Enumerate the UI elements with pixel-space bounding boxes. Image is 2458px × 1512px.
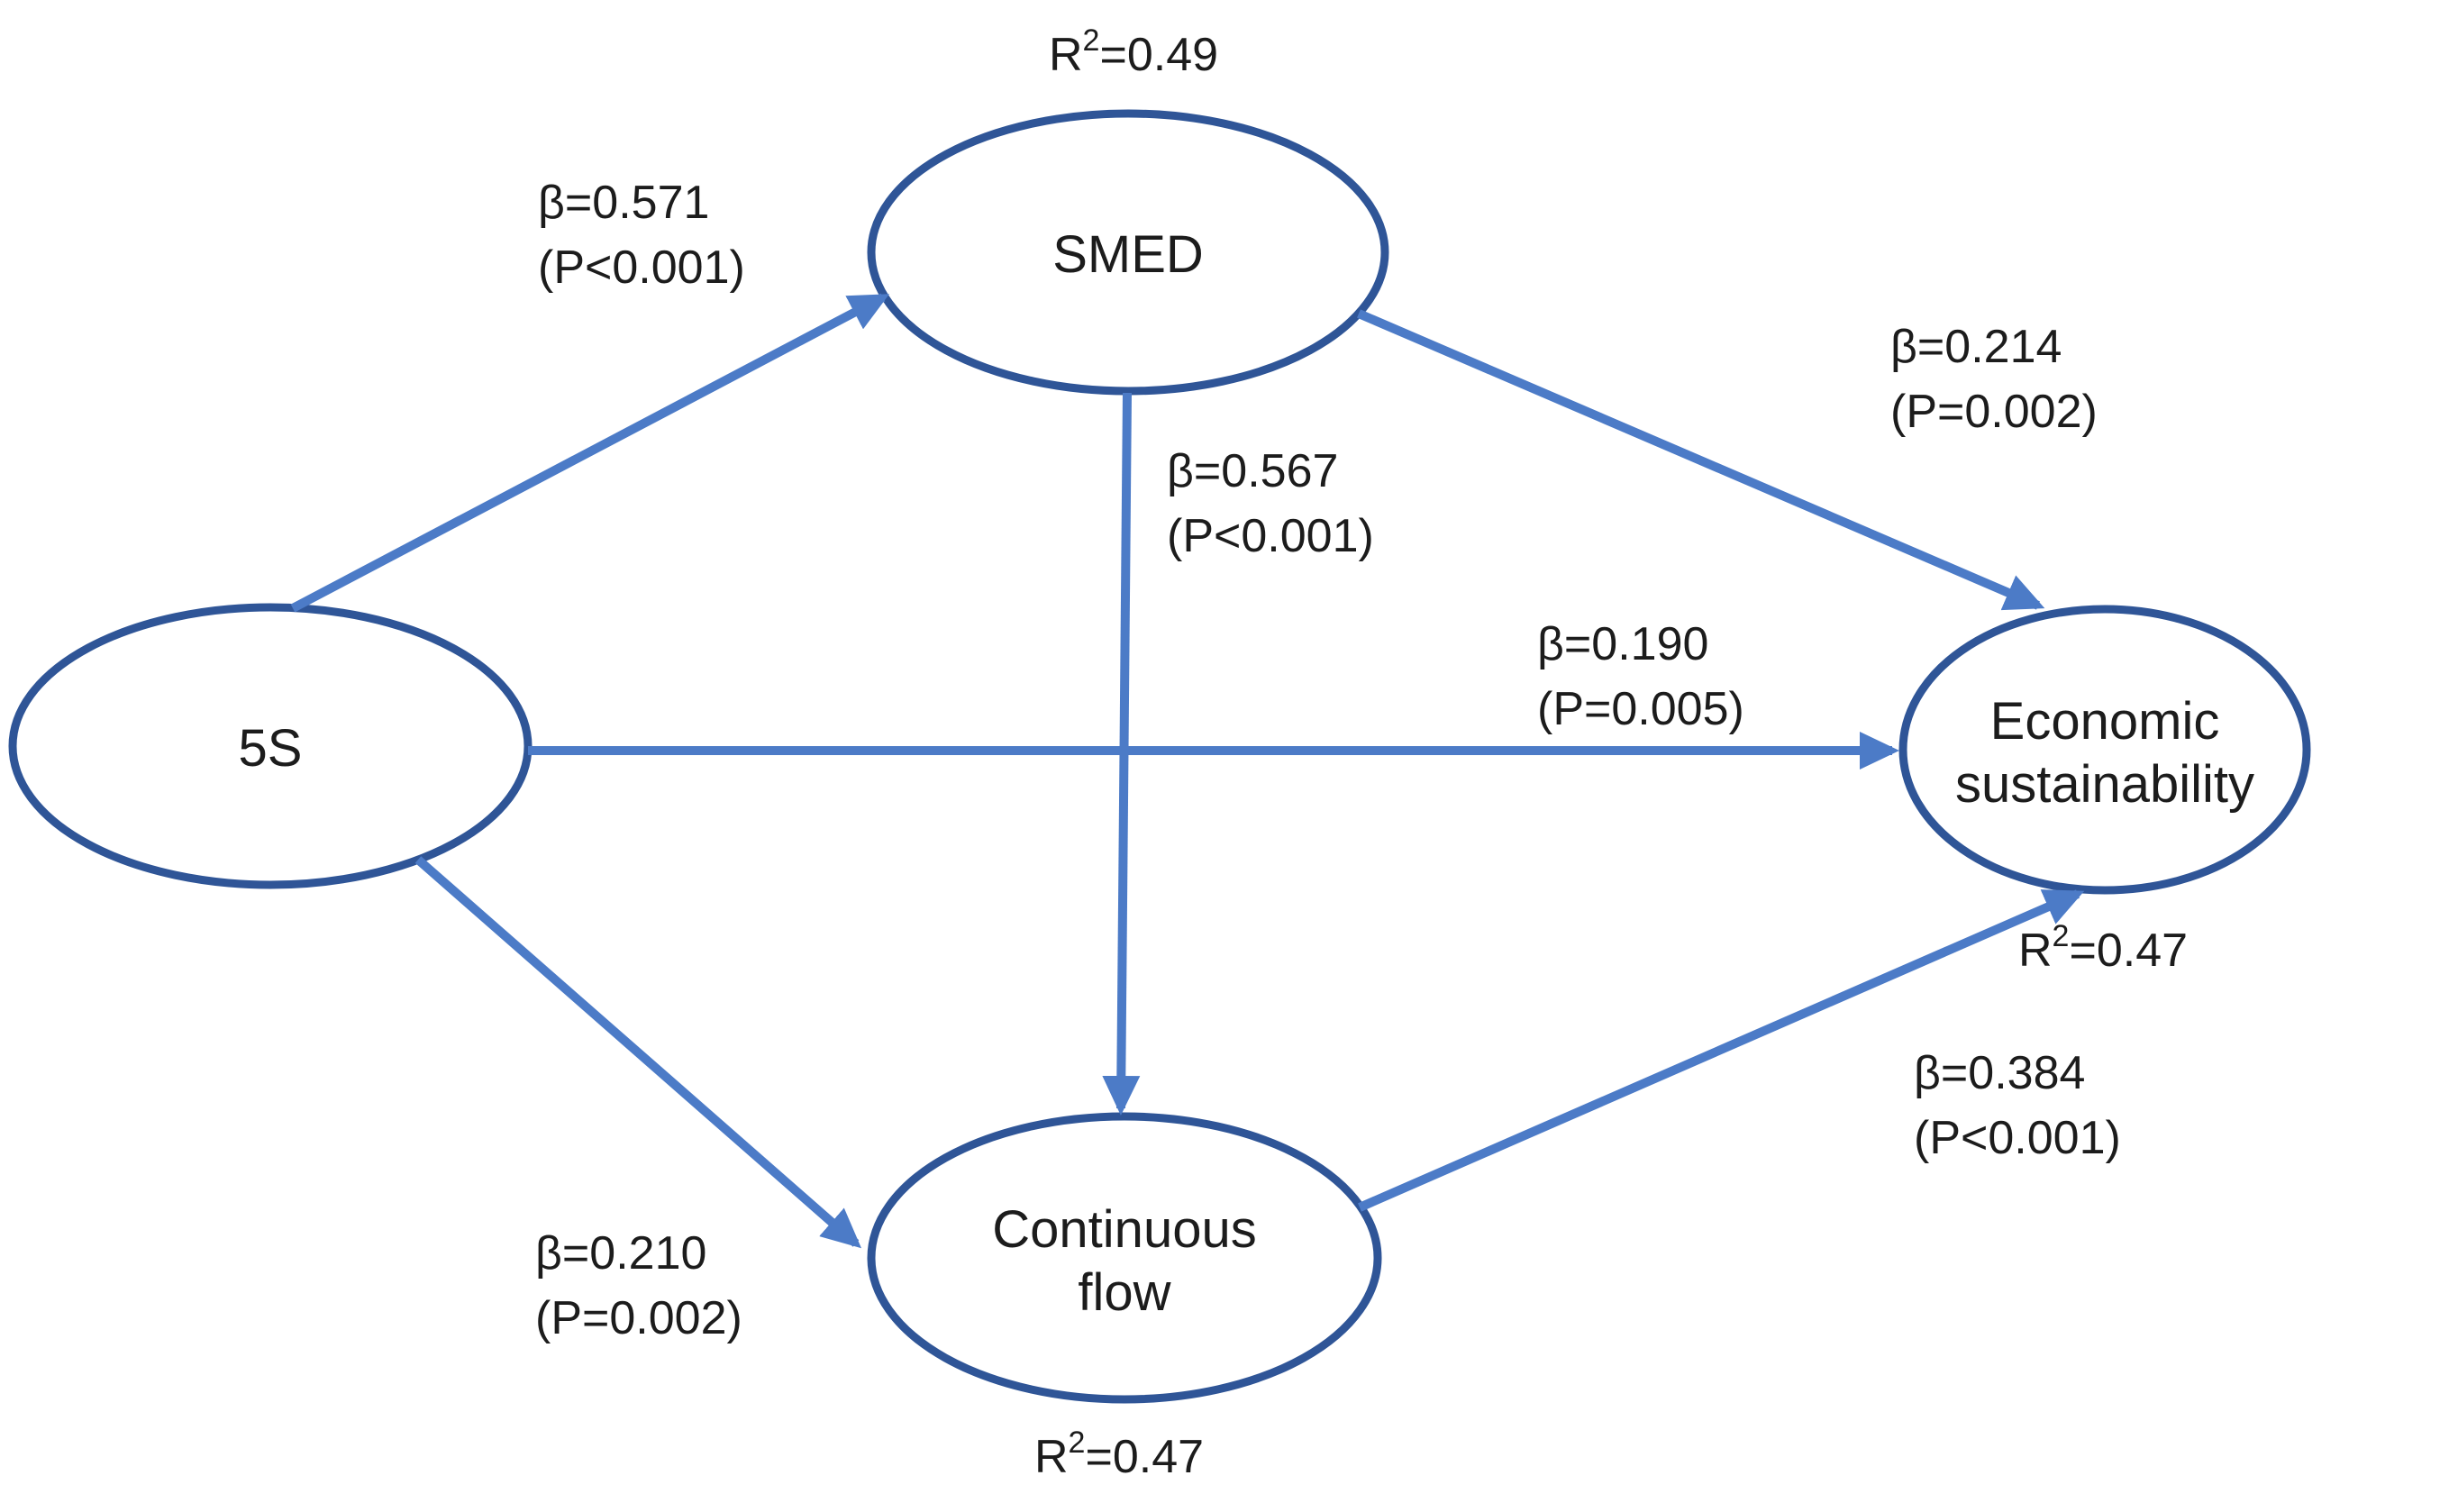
edge-smed-to-economic-sustainability-beta: β=0.214 <box>1890 321 2062 373</box>
r2-superscript: 2 <box>2053 919 2070 953</box>
edge-5s-to-continuous-flow-beta: β=0.210 <box>535 1227 706 1280</box>
edge-smed-to-economic-sustainability-pvalue: (P=0.002) <box>1890 386 2098 438</box>
edge-continuous-flow-to-economic-sustainability-pvalue: (P<0.001) <box>1914 1112 2121 1164</box>
edge-continuous-flow-to-economic-sustainability: β=0.384 (P<0.001) <box>1357 889 2121 1212</box>
node-smed-label: SMED <box>1052 225 1204 284</box>
node-economic-sustainability-label-line2: sustainability <box>1955 755 2254 814</box>
edge-5s-to-smed-pvalue: (P<0.001) <box>538 241 745 294</box>
node-economic-sustainability-label-line1: Economic <box>1990 692 2220 751</box>
edge-continuous-flow-to-economic-sustainability-beta: β=0.384 <box>1914 1047 2085 1099</box>
r2-base: R <box>1049 29 1083 81</box>
node-5s: 5S <box>8 603 533 889</box>
edge-5s-to-smed-arrow <box>290 293 890 613</box>
r2-value: =0.47 <box>2069 925 2188 977</box>
edge-5s-to-economic-sustainability-pvalue: (P=0.005) <box>1537 683 1744 735</box>
edge-smed-to-continuous-flow: β=0.567 (P<0.001) <box>1102 392 1374 1116</box>
edge-5s-to-continuous-flow: β=0.210 (P=0.002) <box>414 856 862 1344</box>
node-smed: SMED R2=0.49 <box>867 23 1389 396</box>
r2-superscript: 2 <box>1069 1425 1086 1460</box>
r2-value: =0.49 <box>1099 29 1218 81</box>
node-continuous-flow-label-line2: flow <box>1078 1263 1171 1322</box>
edge-smed-to-continuous-flow-beta: β=0.567 <box>1167 445 1338 497</box>
edge-smed-to-continuous-flow-arrow <box>1102 392 1141 1116</box>
edge-5s-to-economic-sustainability: β=0.190 (P=0.005) <box>528 618 1900 770</box>
node-economic-sustainability-r2: R2=0.47 <box>2018 919 2188 977</box>
r2-superscript: 2 <box>1083 23 1100 58</box>
edge-5s-to-economic-sustainability-beta: β=0.190 <box>1537 618 1708 670</box>
node-smed-r2: R2=0.49 <box>1049 23 1218 81</box>
node-5s-label: 5S <box>239 719 303 778</box>
r2-value: =0.47 <box>1085 1431 1204 1483</box>
edge-continuous-flow-to-economic-sustainability-arrow <box>1357 889 2085 1212</box>
node-continuous-flow-r2: R2=0.47 <box>1034 1425 1204 1483</box>
edge-5s-to-continuous-flow-pvalue: (P=0.002) <box>535 1292 742 1344</box>
node-smed-ellipse <box>867 109 1389 396</box>
edge-5s-to-smed-beta: β=0.571 <box>538 177 709 229</box>
edge-smed-to-economic-sustainability-arrow <box>1357 309 2045 611</box>
node-economic-sustainability-ellipse <box>1898 605 2311 895</box>
r2-base: R <box>1034 1431 1069 1483</box>
node-continuous-flow: Continuous flow R2=0.47 <box>867 1112 1382 1483</box>
edge-5s-to-continuous-flow-arrow <box>414 856 862 1249</box>
edge-smed-to-economic-sustainability: β=0.214 (P=0.002) <box>1357 309 2098 611</box>
edge-smed-to-continuous-flow-pvalue: (P<0.001) <box>1167 510 1374 562</box>
node-continuous-flow-label-line1: Continuous <box>992 1200 1256 1259</box>
edge-5s-to-smed: β=0.571 (P<0.001) <box>290 177 890 613</box>
node-economic-sustainability: Economic sustainability R2=0.47 <box>1898 605 2311 977</box>
r2-base: R <box>2018 925 2053 977</box>
node-continuous-flow-ellipse <box>867 1112 1382 1404</box>
